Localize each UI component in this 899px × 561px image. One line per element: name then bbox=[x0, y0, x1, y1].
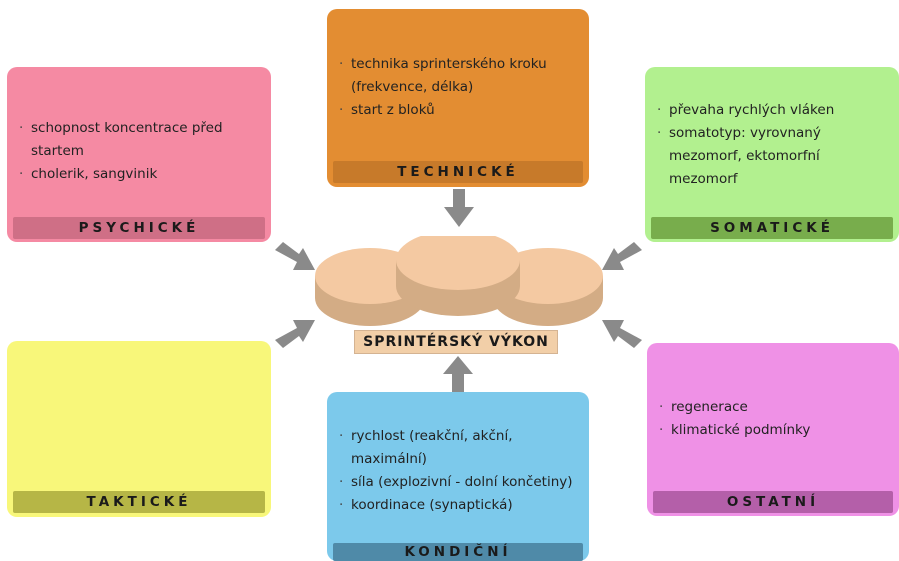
arrow-up-icon bbox=[443, 356, 473, 392]
arrow-left-down-icon bbox=[602, 242, 642, 270]
takticke-title: TAKTICKÉ bbox=[13, 491, 265, 513]
list-item: regenerace bbox=[657, 396, 887, 419]
arrow-right-down-icon bbox=[275, 242, 315, 270]
psychicke-title: PSYCHICKÉ bbox=[13, 217, 265, 239]
arrow-right-up-icon bbox=[275, 320, 315, 348]
list-item: schopnost koncentrace před startem bbox=[17, 117, 259, 163]
center-label: SPRINTÉRSKÝ VÝKON bbox=[354, 330, 558, 354]
kondicni-title: KONDIČNÍ bbox=[333, 543, 583, 561]
list-item: klimatické podmínky bbox=[657, 419, 887, 442]
box-psychicke: schopnost koncentrace před startem chole… bbox=[7, 67, 271, 242]
list-item: cholerik, sangvinik bbox=[17, 163, 259, 186]
kondicni-items: rychlost (reakční, akční, maximální) síl… bbox=[337, 425, 577, 517]
list-item: start z bloků bbox=[337, 99, 577, 122]
list-item: převaha rychlých vláken bbox=[655, 99, 887, 122]
list-item: síla (explozivní - dolní končetiny) bbox=[337, 471, 577, 494]
box-takticke: TAKTICKÉ bbox=[7, 341, 271, 517]
list-item: somatotyp: vyrovnaný mezomorf, ektomorfn… bbox=[655, 122, 887, 191]
ostatni-title: OSTATNÍ bbox=[653, 491, 893, 513]
somaticke-title: SOMATICKÉ bbox=[651, 217, 893, 239]
box-technicke: technika sprinterského kroku (frekvence,… bbox=[327, 9, 589, 187]
box-ostatni: regenerace klimatické podmínky OSTATNÍ bbox=[647, 343, 899, 516]
coin-center bbox=[396, 236, 520, 316]
box-kondicni: rychlost (reakční, akční, maximální) síl… bbox=[327, 392, 589, 561]
list-item: rychlost (reakční, akční, maximální) bbox=[337, 425, 577, 471]
list-item: technika sprinterského kroku (frekvence,… bbox=[337, 53, 577, 99]
technicke-title: TECHNICKÉ bbox=[333, 161, 583, 183]
psychicke-items: schopnost koncentrace před startem chole… bbox=[17, 117, 259, 186]
list-item: koordinace (synaptická) bbox=[337, 494, 577, 517]
ostatni-items: regenerace klimatické podmínky bbox=[657, 396, 887, 442]
coins-illustration bbox=[315, 236, 603, 326]
arrow-left-up-icon bbox=[602, 320, 642, 348]
technicke-items: technika sprinterského kroku (frekvence,… bbox=[337, 53, 577, 122]
coin-right bbox=[493, 248, 603, 326]
somaticke-items: převaha rychlých vláken somatotyp: vyrov… bbox=[655, 99, 887, 191]
box-somaticke: převaha rychlých vláken somatotyp: vyrov… bbox=[645, 67, 899, 242]
arrow-down-icon bbox=[444, 189, 474, 227]
